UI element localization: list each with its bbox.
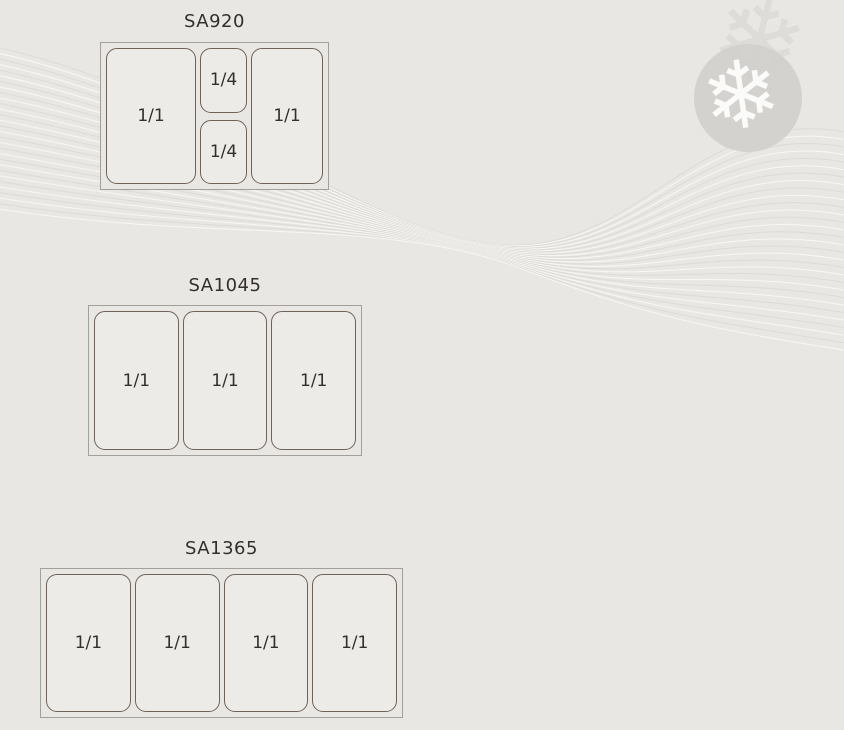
pan-label: 1/1 [163, 633, 191, 653]
model-title-sa1365: SA1365 [185, 538, 258, 559]
pan-1-1: 1/1 [134, 574, 220, 712]
pan-label: 1/1 [137, 106, 165, 126]
pan-1-1: 1/1 [46, 574, 131, 712]
pan-label: 1/1 [211, 370, 239, 391]
model-title-sa920: SA920 [184, 11, 245, 32]
pan-label: 1/1 [273, 106, 301, 126]
pan-label: 1/4 [209, 70, 238, 91]
pan-label: 1/1 [300, 370, 328, 391]
tray-outline-sa1045: 1/1 1/1 1/1 [88, 305, 362, 456]
pan-label: 1/1 [340, 633, 369, 653]
tray-outline-sa1365: 1/1 1/1 1/1 1/1 [40, 568, 403, 718]
model-title-sa1045: SA1045 [188, 275, 262, 296]
pan-1-1: 1/1 [223, 574, 309, 712]
pan-1-1: 1/1 [312, 574, 397, 712]
pan-1-1: 1/1 [182, 311, 268, 450]
pan-label: 1/1 [252, 633, 280, 653]
pan-1-1: 1/1 [271, 311, 357, 450]
tray-outline-sa920: 1/1 1/4 1/4 1/1 [100, 42, 329, 190]
pan-label: 1/1 [122, 370, 151, 391]
pan-1-4: 1/4 [200, 119, 247, 184]
snowflake-circle-decor [694, 44, 802, 152]
pan-label: 1/4 [209, 141, 238, 162]
pan-1-1: 1/1 [94, 311, 179, 450]
pan-label: 1/1 [74, 633, 103, 653]
pan-1-1: 1/1 [251, 48, 323, 184]
quarter-pan-column: 1/4 1/4 [200, 48, 247, 184]
pan-1-4: 1/4 [200, 48, 247, 113]
pan-1-1: 1/1 [106, 48, 196, 184]
